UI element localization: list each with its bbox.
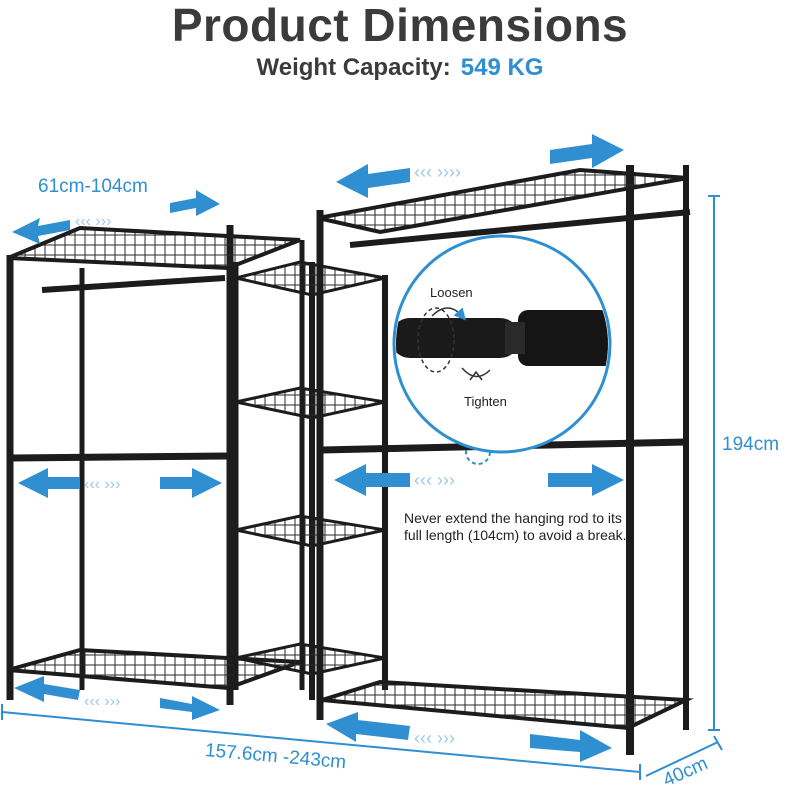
svg-text:‹‹‹ ››››: ‹‹‹ ›››› bbox=[414, 162, 461, 182]
arrow-right-bottom-width: ‹‹‹ ››› bbox=[326, 712, 612, 762]
weight-capacity: Weight Capacity: 549 KG bbox=[0, 54, 800, 82]
page-title: Product Dimensions bbox=[171, 0, 629, 51]
dimension-arrows: ‹‹‹ ››› ‹‹‹ ››› ‹‹‹ ››› ‹‹‹ ›››› ‹‹‹ ››› bbox=[12, 134, 624, 762]
rod-warning-note: Never extend the hanging rod to its full… bbox=[404, 510, 627, 543]
weight-capacity-value: 549 KG bbox=[460, 54, 544, 81]
arrow-left-middle-width: ‹‹‹ ››› bbox=[18, 468, 222, 498]
weight-capacity-label: Weight Capacity: bbox=[256, 54, 451, 81]
svg-text:‹‹‹ ›››: ‹‹‹ ››› bbox=[414, 470, 455, 490]
left-width-label: 61cm-104cm bbox=[38, 176, 148, 197]
left-hanging-rack bbox=[6, 225, 305, 705]
dimension-lines bbox=[1, 195, 723, 780]
svg-text:‹‹‹ ›››: ‹‹‹ ››› bbox=[75, 213, 111, 230]
middle-shelf-tower bbox=[233, 260, 388, 700]
height-label: 194cm bbox=[722, 434, 780, 455]
rod-detail-loupe bbox=[392, 234, 612, 465]
svg-text:‹‹‹ ›››: ‹‹‹ ››› bbox=[414, 728, 455, 748]
tighten-label: Tighten bbox=[464, 394, 507, 409]
arrow-right-middle-width: ‹‹‹ ››› bbox=[334, 464, 624, 496]
arrow-left-bottom-width: ‹‹‹ ››› bbox=[14, 676, 220, 720]
arrow-right-top-width: ‹‹‹ ›››› bbox=[336, 134, 624, 198]
loosen-label: Loosen bbox=[430, 285, 473, 300]
right-hanging-rack bbox=[316, 165, 694, 755]
svg-text:‹‹‹ ›››: ‹‹‹ ››› bbox=[84, 476, 120, 493]
arrow-left-top-width: ‹‹‹ ››› bbox=[12, 190, 220, 244]
svg-text:‹‹‹ ›››: ‹‹‹ ››› bbox=[84, 693, 120, 710]
